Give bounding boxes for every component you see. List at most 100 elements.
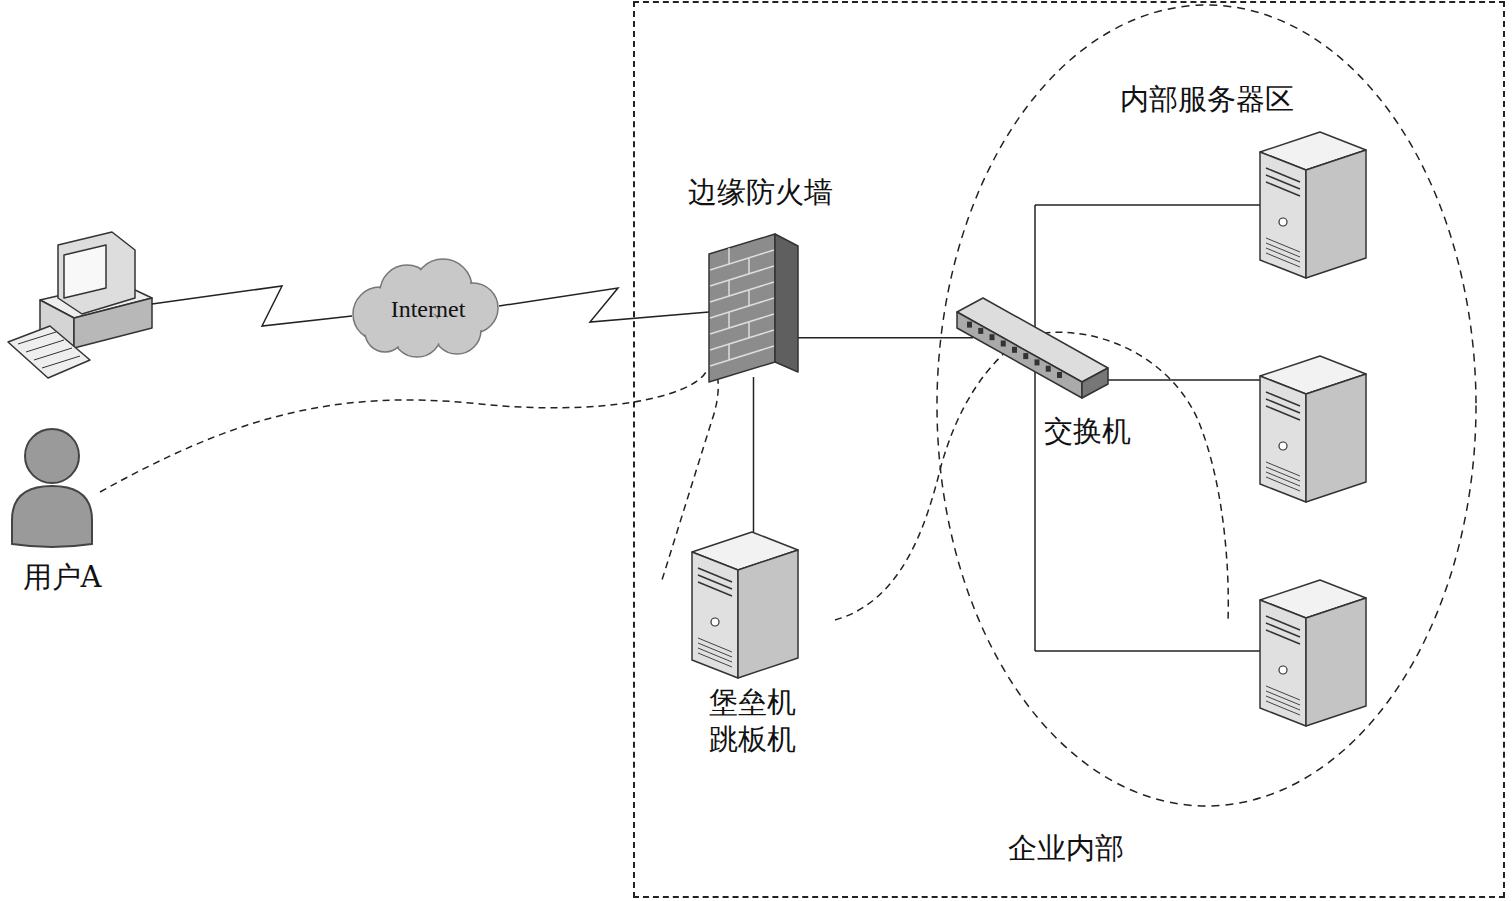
firewall-node: 边缘防火墙 <box>676 170 844 387</box>
switch-icon <box>955 290 1110 400</box>
person-body <box>12 486 92 547</box>
server-shape <box>692 532 798 678</box>
pc-key-row <box>34 348 72 360</box>
node-label: 边缘防火墙 <box>685 176 836 209</box>
node-label: 交换机 <box>1041 415 1134 448</box>
server-icon <box>1260 356 1366 502</box>
cloud-shape <box>353 259 498 357</box>
server-bay-line <box>1266 392 1300 406</box>
server-front <box>1260 152 1306 278</box>
server-group <box>1260 132 1366 726</box>
firewall-brick-joint <box>728 312 730 328</box>
firewall-brick-joint <box>748 258 750 274</box>
person-shape <box>12 429 92 547</box>
text-slot: 企业内部 <box>1005 832 1127 865</box>
server-side <box>738 550 798 678</box>
server-bay-line <box>1266 630 1300 644</box>
server-button <box>1279 666 1287 674</box>
switch-port <box>978 328 983 334</box>
switch-end <box>1082 368 1108 398</box>
node-label: 跳板机 <box>706 723 799 756</box>
switch-shape <box>957 298 1108 398</box>
person-head <box>25 429 79 483</box>
node-label: Internet <box>388 296 469 324</box>
switch-port <box>1057 372 1062 378</box>
pc-key-row <box>18 332 56 344</box>
switch-port <box>1023 353 1028 359</box>
server-bay-line <box>1266 623 1300 637</box>
firewall-brick-line <box>710 266 774 286</box>
firewall-brick-line <box>710 250 774 270</box>
server-button <box>711 618 719 626</box>
firewall-brick-line <box>710 298 774 318</box>
text-slot: 堡垒机 <box>706 686 799 719</box>
firewall-side <box>775 234 798 372</box>
wire-connector <box>753 377 755 542</box>
cloud-node: Internet <box>345 250 505 362</box>
firewall-brick-joint <box>728 248 730 264</box>
server-icon <box>1260 132 1366 278</box>
pc-link-zigzag <box>152 286 352 326</box>
server-node: 堡垒机跳板机 <box>680 526 826 760</box>
server-wires <box>1035 205 1260 651</box>
server-vent-line <box>698 653 732 667</box>
server-side <box>1306 150 1366 278</box>
firewall-icon <box>707 232 800 383</box>
server-bay-line <box>1266 399 1300 413</box>
server-button <box>1279 218 1287 226</box>
switch-port <box>967 322 972 328</box>
region-box: 边缘防火墙 交换机内部服务器区堡垒机跳板机企业内部 <box>633 1 1505 898</box>
server-side <box>1306 598 1366 726</box>
firewall-brick-joint <box>728 344 730 360</box>
server-front <box>1260 600 1306 726</box>
firewall-brick-joint <box>748 322 750 338</box>
zone-ellipse: 交换机内部服务器区 <box>935 3 1478 808</box>
text-slot: 跳板机 <box>706 723 799 756</box>
server-bay-line <box>698 575 732 589</box>
dashed-route <box>835 342 1018 620</box>
ellipse-outline <box>935 3 1478 808</box>
server-bay-line <box>1266 406 1300 420</box>
text-slot: Internet <box>388 296 469 324</box>
server-front <box>692 552 738 678</box>
wire <box>1100 379 1260 381</box>
switch-port <box>1046 366 1051 372</box>
server-bay-line <box>1266 168 1300 182</box>
network-link <box>499 288 709 322</box>
server-bay-line <box>698 568 732 582</box>
pc-icon <box>8 232 152 378</box>
firewall-brick-joint <box>748 290 750 306</box>
firewall-front <box>709 234 775 382</box>
wire <box>1035 650 1260 652</box>
pc-key-row <box>42 356 80 368</box>
pc-monitor <box>58 232 135 314</box>
server-bay-line <box>1266 616 1300 630</box>
text-slot: 交换机 <box>1041 415 1134 448</box>
server-bay-line <box>698 582 732 596</box>
server-vent-line <box>1266 701 1300 715</box>
switch-port <box>990 334 995 340</box>
wire-connector <box>798 337 973 339</box>
server-bay-line <box>1266 175 1300 189</box>
node-label: 用户A <box>20 561 105 594</box>
pc-keyboard <box>8 326 90 378</box>
wire <box>1035 204 1260 206</box>
firewall-brick-line <box>710 314 774 334</box>
firewall-brick-line <box>710 330 774 350</box>
pc-key-row <box>26 340 64 352</box>
node-label: 企业内部 <box>1005 832 1127 865</box>
person-icon <box>6 424 98 546</box>
access-path <box>100 332 1228 622</box>
server-button <box>1279 442 1287 450</box>
text-slot: 用户A <box>20 561 105 594</box>
server-icon <box>690 530 800 680</box>
switch-node: 交换机 <box>950 286 1120 452</box>
server-icon <box>1260 580 1366 726</box>
pc-screen <box>64 245 106 298</box>
switch-port <box>1035 359 1040 365</box>
person-node: 用户A <box>4 420 124 598</box>
dashed-route <box>100 369 718 580</box>
switch-front <box>957 312 1082 398</box>
